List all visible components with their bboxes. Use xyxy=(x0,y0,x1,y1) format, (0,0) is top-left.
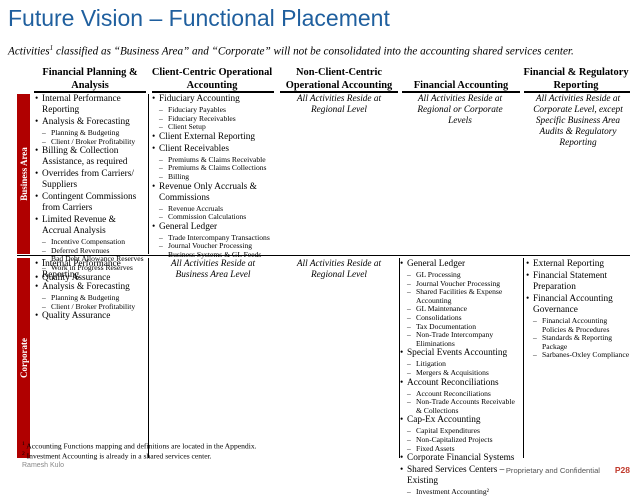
sub-list-item: Standards & Reporting Package xyxy=(526,333,630,351)
column-separator xyxy=(148,94,149,254)
sub-list-item: Fixed Assets xyxy=(400,444,522,454)
sub-list-item: Business Systems & GL Feeds xyxy=(152,250,276,260)
business-area-reporting-cell: All Activities Reside at Corporate Level… xyxy=(533,94,623,148)
confidential-label: Proprietary and Confidential xyxy=(505,466,600,475)
corporate-client-centric-cell: All Activities Reside at Business Area L… xyxy=(170,259,256,280)
list-item: Revenue Only Accruals & Commissions xyxy=(152,182,276,204)
list-item: General Ledger xyxy=(400,259,522,270)
header-divider xyxy=(524,91,630,93)
sub-list-item: Non-Capitalized Projects xyxy=(400,435,522,445)
brand-watermark: Ramesh Kulo xyxy=(22,462,65,469)
list-item: Financial Accounting Governance xyxy=(526,294,630,316)
corporate-fpa-cell: Internal Performance ReportingAnalysis &… xyxy=(35,259,147,323)
column-header-client-centric: Client-Centric Operational Accounting xyxy=(151,67,273,91)
sub-list-item: Investment Accounting² xyxy=(400,487,522,497)
column-header-financial-accounting: Financial Accounting xyxy=(413,79,509,91)
sub-list-item: Journal Voucher Processing xyxy=(400,279,522,289)
sub-list-item: Financial Accounting Policies & Procedur… xyxy=(526,316,630,334)
list-item: Shared Services Centers – Existing xyxy=(400,465,522,487)
sub-list-item: Deferred Revenues xyxy=(35,246,147,256)
sub-list-item: Shared Facilities & Expense Accounting xyxy=(400,287,522,305)
sub-list-item: Mergers & Acquisitions xyxy=(400,368,522,378)
sub-list-item: Client Setup xyxy=(152,123,276,132)
bullet-list: General LedgerGL ProcessingJournal Vouch… xyxy=(400,259,522,497)
page-number: P28 xyxy=(614,465,630,475)
corporate-non-client-centric-cell: All Activities Reside at Regional Level xyxy=(296,259,382,280)
column-header-reporting: Financial & Regulatory Reporting xyxy=(523,67,629,91)
list-item: Analysis & Forecasting xyxy=(35,117,147,128)
sub-list-item: Incentive Compensation xyxy=(35,238,147,247)
sub-list-item: Planning & Budgeting xyxy=(35,128,147,138)
sub-list-item: Consolidations xyxy=(400,313,522,323)
sub-list-item: Journal Voucher Processing xyxy=(152,242,276,251)
header-divider xyxy=(34,91,146,93)
sub-list-item: Planning & Budgeting xyxy=(35,293,147,303)
row-label-business-area: Business Area xyxy=(17,94,30,254)
sub-list-item: Non-Trade Accounts Receivable & Collecti… xyxy=(400,397,522,415)
row-divider xyxy=(17,255,630,256)
list-item: Limited Revenue & Accrual Analysis xyxy=(35,215,147,237)
list-item: Account Reconciliations xyxy=(400,378,522,389)
sub-list-item: Litigation xyxy=(400,360,522,369)
sub-list-item: Client / Broker Profitability xyxy=(35,302,147,312)
list-item: Internal Performance Reporting xyxy=(35,259,147,281)
list-item: Overrides from Carriers/ Suppliers xyxy=(35,169,147,191)
row-label-corporate: Corporate xyxy=(17,258,30,458)
corporate-reporting-cell: External ReportingFinancial Statement Pr… xyxy=(526,259,630,360)
list-item: Billing & Collection Assistance, as requ… xyxy=(35,146,147,168)
sub-list-item: Non-Trade Intercompany Eliminations xyxy=(400,330,522,348)
list-item: General Ledger xyxy=(152,222,276,233)
footnote-1: 1 Accounting Functions mapping and defin… xyxy=(22,441,257,451)
sub-list-item: Revenue Accruals xyxy=(152,204,276,214)
business-area-financial-accounting-cell: All Activities Reside at Regional or Cor… xyxy=(417,94,503,126)
list-item: Special Events Accounting xyxy=(400,348,522,359)
footnote-2: 2 Investment Accounting is already in a … xyxy=(22,451,212,461)
sub-list-item: Premiums & Claims Receivable xyxy=(152,155,276,165)
sub-list-item: Commission Calculations xyxy=(152,213,276,222)
bullet-list: Internal Performance ReportingAnalysis &… xyxy=(35,259,147,322)
sub-list-item: Fiduciary Payables xyxy=(152,105,276,115)
header-divider xyxy=(152,91,274,93)
sub-list-item: Premiums & Claims Collections xyxy=(152,164,276,173)
page-subtitle: Activities1 classified as “Business Area… xyxy=(8,44,574,58)
column-separator xyxy=(523,258,524,458)
column-header-fpa: Financial Planning & Analysis xyxy=(42,67,138,91)
business-area-fpa-cell: Internal Performance ReportingAnalysis &… xyxy=(35,94,147,285)
list-item: Contingent Commissions from Carriers xyxy=(35,192,147,214)
header-divider xyxy=(402,91,520,93)
business-area-non-client-centric-cell: All Activities Reside at Regional Level xyxy=(296,94,382,115)
sub-list-item: Account Reconciliations xyxy=(400,389,522,399)
list-item: Corporate Financial Systems xyxy=(400,453,522,464)
column-header-non-client-centric: Non-Client-Centric Operational Accountin… xyxy=(285,67,393,91)
list-item: Quality Assurance xyxy=(35,311,147,322)
list-item: Client Receivables xyxy=(152,144,276,155)
list-item: Financial Statement Preparation xyxy=(526,271,630,293)
list-item: Client External Reporting xyxy=(152,132,276,143)
sub-list-item: Billing xyxy=(152,172,276,182)
column-separator xyxy=(148,258,149,458)
page-title: Future Vision – Functional Placement xyxy=(8,5,390,31)
sub-list-item: Sarbanes-Oxley Compliance xyxy=(526,351,630,360)
list-item: Internal Performance Reporting xyxy=(35,94,147,116)
sub-list-item: Tax Documentation xyxy=(400,322,522,332)
sub-list-item: GL Processing xyxy=(400,270,522,280)
header-divider xyxy=(280,91,398,93)
list-item: External Reporting xyxy=(526,259,630,270)
sub-list-item: Client / Broker Profitability xyxy=(35,137,147,147)
bullet-list: Internal Performance ReportingAnalysis &… xyxy=(35,94,147,284)
sub-list-item: Trade Intercompany Transactions xyxy=(152,233,276,243)
sub-list-item: GL Maintenance xyxy=(400,305,522,314)
sub-list-item: Capital Expenditures xyxy=(400,427,522,436)
list-item: Fiduciary Accounting xyxy=(152,94,276,105)
bullet-list: External ReportingFinancial Statement Pr… xyxy=(526,259,630,360)
bullet-list: Fiduciary AccountingFiduciary PayablesFi… xyxy=(152,94,276,260)
corporate-financial-accounting-cell: General LedgerGL ProcessingJournal Vouch… xyxy=(400,259,522,497)
list-item: Cap-Ex Accounting xyxy=(400,415,522,426)
sub-list-item: Fiduciary Receivables xyxy=(152,114,276,124)
business-area-client-centric-cell: Fiduciary AccountingFiduciary PayablesFi… xyxy=(152,94,276,260)
list-item: Analysis & Forecasting xyxy=(35,282,147,293)
